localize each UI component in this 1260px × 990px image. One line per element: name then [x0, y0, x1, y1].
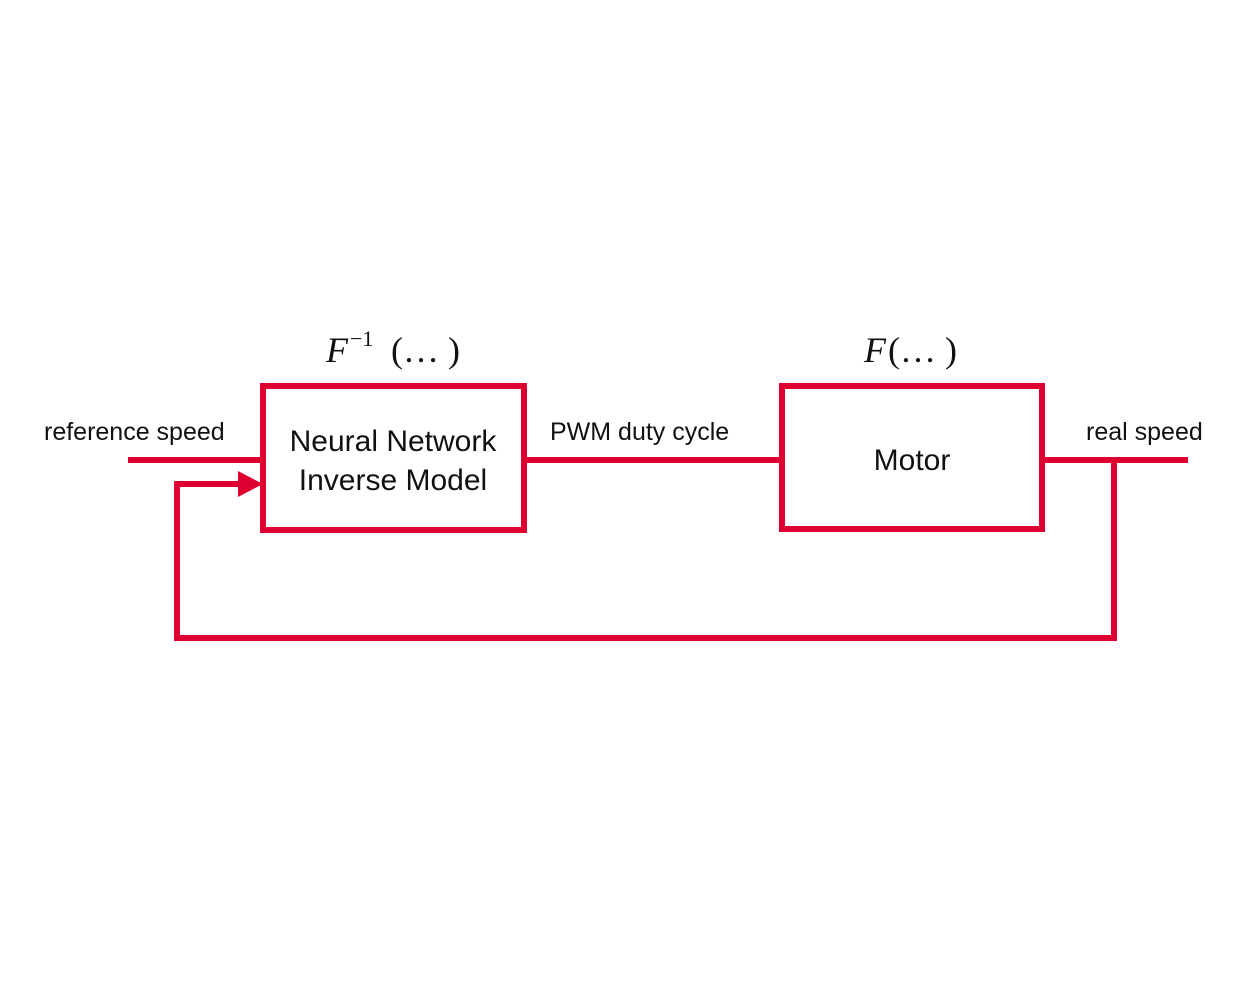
inverse-function-base: F [325, 330, 349, 370]
inverse-model-label-line2: Inverse Model [299, 464, 487, 497]
pwm-duty-cycle-label: PWM duty cycle [550, 418, 729, 446]
reference-speed-label: reference speed [44, 418, 225, 446]
inverse-function-superscript: −1 [350, 326, 373, 351]
feedback-path [174, 460, 1117, 641]
motor-label: Motor [874, 444, 951, 477]
inverse-function-args: (… ) [391, 330, 460, 370]
feedback-arrowhead [238, 471, 263, 497]
inverse-model-block [260, 383, 527, 533]
inverse-function-annotation: F −1 (… ) [325, 326, 460, 370]
motor-block [779, 383, 1045, 532]
real-speed-label: real speed [1086, 418, 1203, 446]
motor-function-args: (… ) [888, 330, 957, 370]
motor-function-base: F [863, 330, 887, 370]
motor-function-annotation: F (… ) [863, 330, 957, 370]
inverse-model-label-line1: Neural Network [290, 425, 498, 458]
